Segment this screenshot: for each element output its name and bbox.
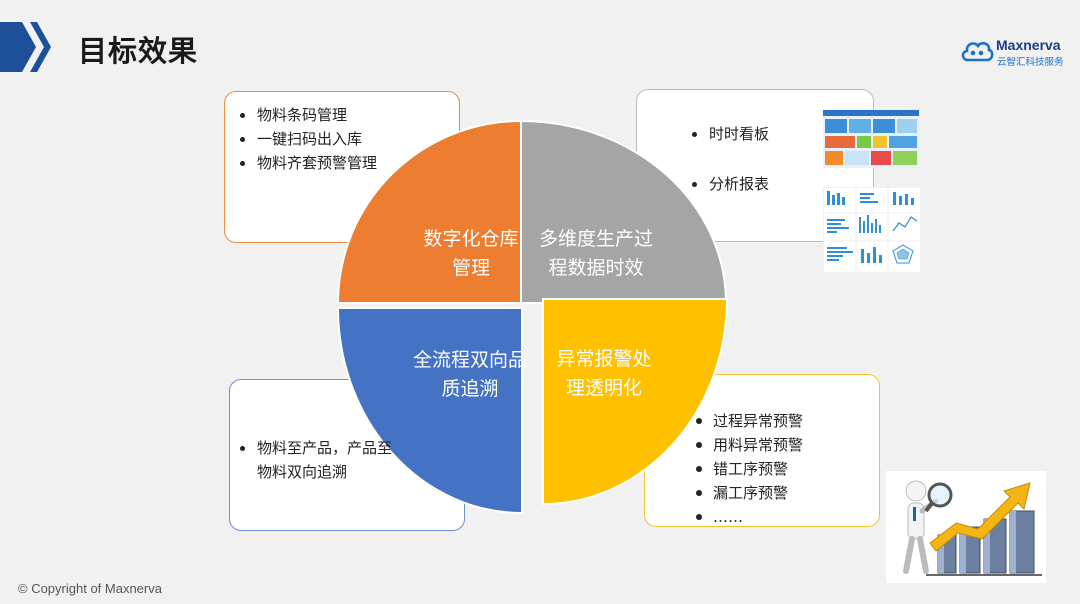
double-chevron-icon xyxy=(0,22,51,72)
maxnerva-logo: Maxnerva 云智汇科技服务 xyxy=(960,36,1072,68)
sector-label-line: 数字化仓库 xyxy=(423,228,519,250)
list-item: 一键扫码出入库 xyxy=(238,127,406,151)
analysis-figure-illustration xyxy=(886,471,1046,583)
list-item: 时时看板 xyxy=(690,109,810,159)
sector-label-production-data: 多维度生产过 程数据时效 xyxy=(526,225,666,283)
list-item: 物料齐套预警管理 xyxy=(238,151,406,175)
sector-label-line: 全流程双向品 xyxy=(412,349,527,371)
list-item: 物料至产品，产品至物料双向追溯 xyxy=(238,436,398,484)
bullet-list-digital-warehouse: 物料条码管理 一键扫码出入库 物料齐套预警管理 xyxy=(238,103,406,175)
bullet-list-alarm-handling: 过程异常预警 用料异常预警 错工序预警 漏工序预警 …… xyxy=(694,409,864,529)
bullet-list-quality-trace: 物料至产品，产品至物料双向追溯 xyxy=(238,436,398,484)
logo-name: Maxnerva xyxy=(996,37,1061,53)
list-item: 用料异常预警 xyxy=(694,433,864,457)
list-item: 分析报表 xyxy=(690,159,810,209)
sector-production-data xyxy=(520,119,728,304)
sector-digital-warehouse xyxy=(336,119,522,304)
sector-label-digital-warehouse: 数字化仓库 管理 xyxy=(401,225,541,283)
sector-label-line: 质追溯 xyxy=(441,378,499,400)
dashboard-thumbnail-image xyxy=(823,110,919,168)
sector-alarm-handling xyxy=(542,298,729,506)
sector-label-quality-trace: 全流程双向品 质追溯 xyxy=(400,346,540,404)
list-item: 过程异常预警 xyxy=(694,409,864,433)
page-title: 目标效果 xyxy=(78,34,199,68)
analysis-charts-thumbnail-image xyxy=(823,187,921,273)
list-item: 物料条码管理 xyxy=(238,103,406,127)
sector-label-line: 异常报警处 xyxy=(556,348,652,370)
copyright-text: © Copyright of Maxnerva xyxy=(18,581,162,596)
list-item: …… xyxy=(694,505,864,529)
bullet-list-production-data: 时时看板 分析报表 xyxy=(690,109,810,209)
list-item: 漏工序预警 xyxy=(694,481,864,505)
logo-subtitle: 云智汇科技服务 xyxy=(997,57,1064,68)
sector-label-line: 多维度生产过 xyxy=(538,228,653,250)
cloud-logo-icon xyxy=(961,41,994,62)
sector-label-line: 程数据时效 xyxy=(548,257,644,279)
list-item: 错工序预警 xyxy=(694,457,864,481)
sector-label-line: 理透明化 xyxy=(565,377,642,399)
sector-label-alarm-handling: 异常报警处 理透明化 xyxy=(534,345,674,403)
sector-quality-trace xyxy=(336,307,523,515)
sector-label-line: 管理 xyxy=(451,257,490,279)
